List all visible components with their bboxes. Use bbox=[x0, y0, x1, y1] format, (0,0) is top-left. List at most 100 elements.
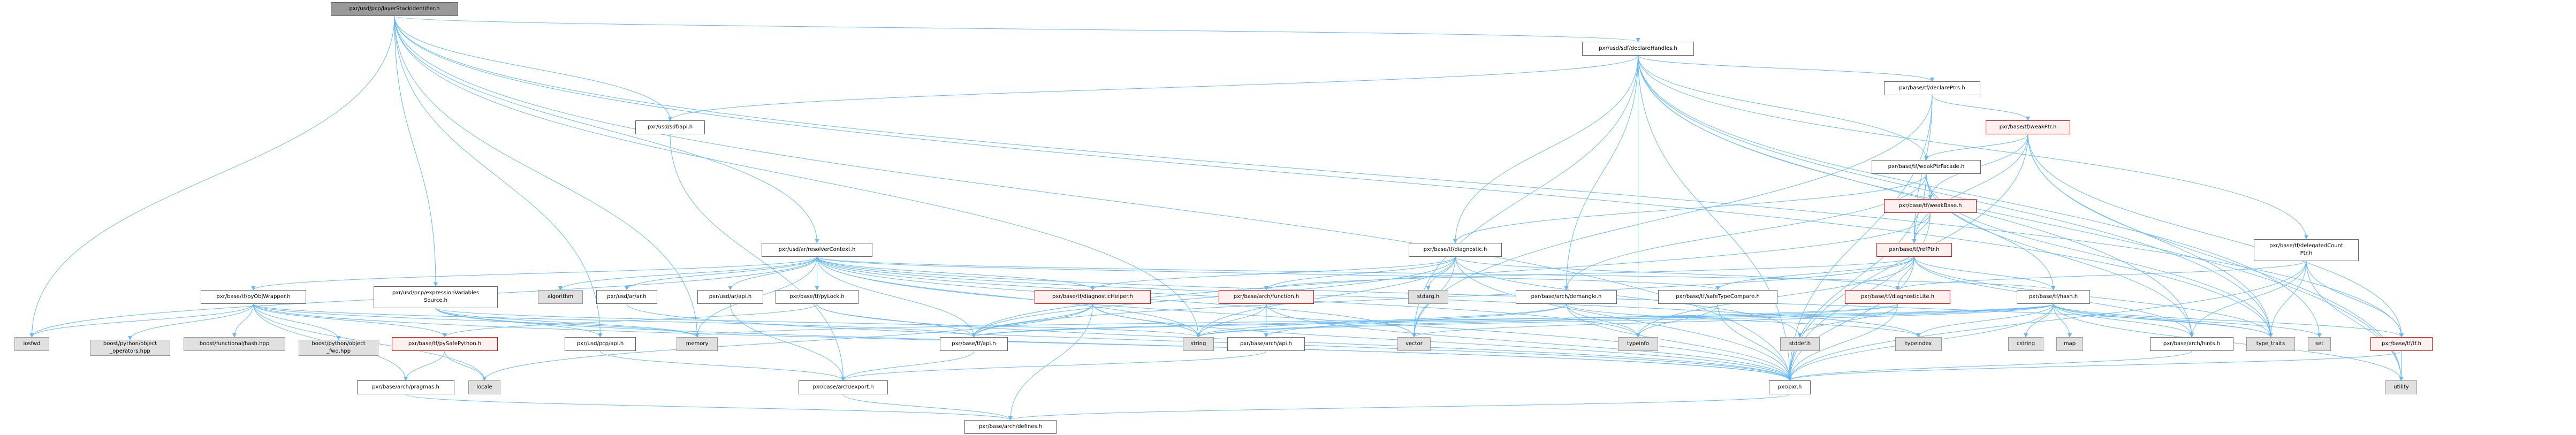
edge-exprVarSource-to-pxr bbox=[435, 308, 1792, 381]
edge-resolverContext-to-pxr bbox=[817, 256, 1792, 381]
graph-node-ar-api[interactable]: pxr/usd/ar/api.h bbox=[697, 290, 763, 304]
graph-node-boost-fwd: boost/python/object _fwd.hpp bbox=[299, 340, 378, 356]
edge-demangle-to-archApi bbox=[1264, 303, 1567, 338]
edge-lsi-to-resolverContext bbox=[394, 16, 819, 243]
edge-refPtr-to-function bbox=[1264, 256, 1914, 291]
graph-node-function[interactable]: pxr/base/arch/function.h bbox=[1219, 290, 1314, 304]
edge-resolverContext-to-diagnosticHelper bbox=[817, 256, 1095, 291]
graph-node-cstring: cstring bbox=[2008, 337, 2043, 351]
graph-node-type-traits: type_traits bbox=[2246, 337, 2295, 351]
graph-node-boost-ops: boost/python/object _operators.hpp bbox=[90, 340, 170, 356]
edge-safeTypeCompare-to-pxr bbox=[1718, 303, 1792, 381]
edge-lsi-to-declareHandles bbox=[394, 16, 1640, 42]
edge-pySafePython-to-locale bbox=[444, 350, 487, 381]
edge-pragmas-to-defines bbox=[405, 394, 1013, 421]
graph-node-sdf-api[interactable]: pxr/usd/sdf/api.h bbox=[635, 120, 705, 134]
graph-node-pxr[interactable]: pxr/pxr.h bbox=[1769, 380, 1811, 394]
edge-resolverContext-to-tfApi bbox=[817, 256, 976, 338]
edge-declareHandles-to-vector bbox=[1412, 55, 1638, 338]
graph-node-tf-api[interactable]: pxr/base/tf/api.h bbox=[940, 337, 1008, 351]
graph-node-diagnostic[interactable]: pxr/base/tf/diagnostic.h bbox=[1409, 243, 1502, 257]
edge-diagnosticLite-to-tfApi bbox=[971, 303, 1898, 338]
graph-node-weak-ptr[interactable]: pxr/base/tf/weakPtr.h bbox=[1986, 120, 2070, 134]
graph-node-py-obj-wrapper[interactable]: pxr/base/tf/pyObjWrapper.h bbox=[201, 290, 306, 304]
edge-lsi-to-sdfApi bbox=[394, 16, 672, 121]
edge-diagnostic-to-diagnosticLite bbox=[1455, 256, 1900, 291]
edge-diagnostic-to-stddef bbox=[1455, 256, 1802, 338]
edge-declareHandles-to-weakPtrFacade bbox=[1638, 55, 1928, 161]
edge-pyObjWrapper-to-boostOps bbox=[128, 303, 254, 340]
graph-node-export[interactable]: pxr/base/arch/export.h bbox=[799, 380, 888, 394]
edge-diagnosticLite-to-stddef bbox=[1798, 303, 1898, 338]
edge-pyObjWrapper-to-iosfwd bbox=[29, 303, 254, 338]
edge-declarePtrs-to-pxr bbox=[1788, 95, 1933, 381]
graph-node-algorithm: algorithm bbox=[538, 290, 583, 304]
edge-weakPtr-to-pxr bbox=[1788, 134, 2028, 381]
graph-node-pragmas[interactable]: pxr/base/arch/pragmas.h bbox=[357, 380, 454, 394]
edge-exprVarSource-to-string bbox=[435, 308, 1200, 338]
edge-hash-to-map bbox=[2053, 303, 2072, 338]
graph-node-utility: utility bbox=[2385, 380, 2417, 394]
edge-diagnostic-to-function bbox=[1264, 256, 1456, 291]
graph-node-pcp-api[interactable]: pxr/usd/pcp/api.h bbox=[565, 337, 636, 351]
graph-node-typeindex: typeindex bbox=[1895, 337, 1942, 351]
graph-node-safe-type-compare[interactable]: pxr/base/tf/safeTypeCompare.h bbox=[1658, 290, 1777, 304]
edge-lsi-to-string bbox=[394, 16, 1200, 338]
graph-node-tf-h[interactable]: pxr/base/tf/tf.h bbox=[2370, 337, 2433, 351]
edge-hash-to-typeTraits bbox=[2053, 303, 2273, 338]
edge-weakPtrFacade-to-hash bbox=[1926, 173, 2056, 291]
graph-node-vector: vector bbox=[1397, 337, 1431, 351]
edge-resolverContext-to-pyObjWrapper bbox=[251, 256, 817, 291]
graph-node-set: set bbox=[2308, 337, 2331, 351]
edge-delegatedCountPtr-to-utility bbox=[2306, 261, 2404, 381]
edge-resolverContext-to-arApi bbox=[728, 256, 817, 291]
graph-node-resolver-context[interactable]: pxr/usd/ar/resolverContext.h bbox=[762, 243, 872, 257]
graph-node-ref-ptr[interactable]: pxr/base/tf/refPtr.h bbox=[1876, 243, 1952, 257]
graph-node-diagnostic-lite[interactable]: pxr/base/tf/diagnosticLite.h bbox=[1845, 290, 1950, 304]
edge-safeTypeCompare-to-typeinfo bbox=[1636, 303, 1718, 338]
edge-pySafePython-to-pragmas bbox=[404, 350, 445, 381]
edge-demangle-to-typeinfo bbox=[1566, 303, 1640, 338]
graph-node-py-safe-python[interactable]: pxr/base/tf/pySafePython.h bbox=[392, 337, 498, 351]
edge-lsi-to-pxr bbox=[394, 16, 1792, 381]
graph-node-diagnostic-helper[interactable]: pxr/base/tf/diagnosticHelper.h bbox=[1035, 290, 1151, 304]
graph-node-lsi[interactable]: pxr/usd/pcp/layerStackIdentifier.h bbox=[331, 2, 458, 16]
graph-node-hash[interactable]: pxr/base/tf/hash.h bbox=[2017, 290, 2090, 304]
edge-resolverContext-to-typeindex bbox=[817, 256, 1921, 338]
edge-pyLock-to-pySafePython bbox=[443, 303, 817, 338]
graph-node-hints[interactable]: pxr/base/arch/hints.h bbox=[2150, 337, 2233, 351]
edge-weakPtrFacade-to-diagnostic bbox=[1453, 173, 1927, 243]
graph-node-expr-var-source[interactable]: pxr/usd/pcp/expressionVariables Source.h bbox=[374, 286, 498, 308]
edge-hash-to-hints bbox=[2053, 303, 2194, 338]
graph-node-ar-h[interactable]: pxr/usd/ar/ar.h bbox=[596, 290, 657, 304]
graph-node-stdarg: stdarg.h bbox=[1408, 290, 1448, 304]
edge-lsi-to-memory bbox=[394, 16, 700, 338]
graph-node-boost-hash: boost/functional/hash.hpp bbox=[184, 337, 285, 351]
edge-pxr-to-defines bbox=[1008, 394, 1790, 421]
edge-resolverContext-to-arH bbox=[625, 256, 817, 291]
edge-lsi-to-iosfwd bbox=[29, 16, 395, 338]
graph-node-iosfwd: iosfwd bbox=[14, 337, 49, 351]
edge-weakPtr-to-typeTraits bbox=[2027, 134, 2273, 338]
edge-lsi-to-exprVarSource bbox=[394, 16, 438, 287]
graph-node-declare-ptrs[interactable]: pxr/base/tf/declarePtrs.h bbox=[1884, 81, 1980, 95]
edge-weakBase-to-refPtr bbox=[1912, 212, 1931, 243]
graph-node-weak-ptr-facade[interactable]: pxr/base/tf/weakPtrFacade.h bbox=[1872, 160, 1981, 174]
graph-node-declare-handles[interactable]: pxr/usd/sdf/declareHandles.h bbox=[1582, 42, 1694, 56]
edge-delegatedCountPtr-to-diagnosticLite bbox=[1895, 261, 2307, 291]
graph-node-arch-api[interactable]: pxr/base/arch/api.h bbox=[1227, 337, 1305, 351]
graph-node-weak-base[interactable]: pxr/base/tf/weakBase.h bbox=[1884, 199, 1977, 213]
graph-node-py-lock[interactable]: pxr/base/tf/pyLock.h bbox=[776, 290, 858, 304]
edge-delegatedCountPtr-to-hints bbox=[2190, 261, 2307, 338]
edge-pyObjWrapper-to-memory bbox=[253, 303, 700, 338]
graph-node-demangle[interactable]: pxr/base/arch/demangle.h bbox=[1516, 290, 1617, 304]
edge-declareHandles-to-diagnostic bbox=[1453, 55, 1638, 243]
edge-exprVarSource-to-memory bbox=[435, 308, 700, 338]
edge-lsi-to-typeTraits bbox=[394, 16, 2273, 338]
edge-tfApi-to-export bbox=[841, 350, 974, 381]
edge-hash-to-tfApi bbox=[971, 303, 2054, 338]
edge-lsi-to-tfH bbox=[394, 16, 2404, 338]
graph-node-delegated-count-ptr[interactable]: pxr/base/tf/delegatedCount Ptr.h bbox=[2254, 239, 2359, 261]
graph-node-defines[interactable]: pxr/base/arch/defines.h bbox=[964, 420, 1057, 434]
